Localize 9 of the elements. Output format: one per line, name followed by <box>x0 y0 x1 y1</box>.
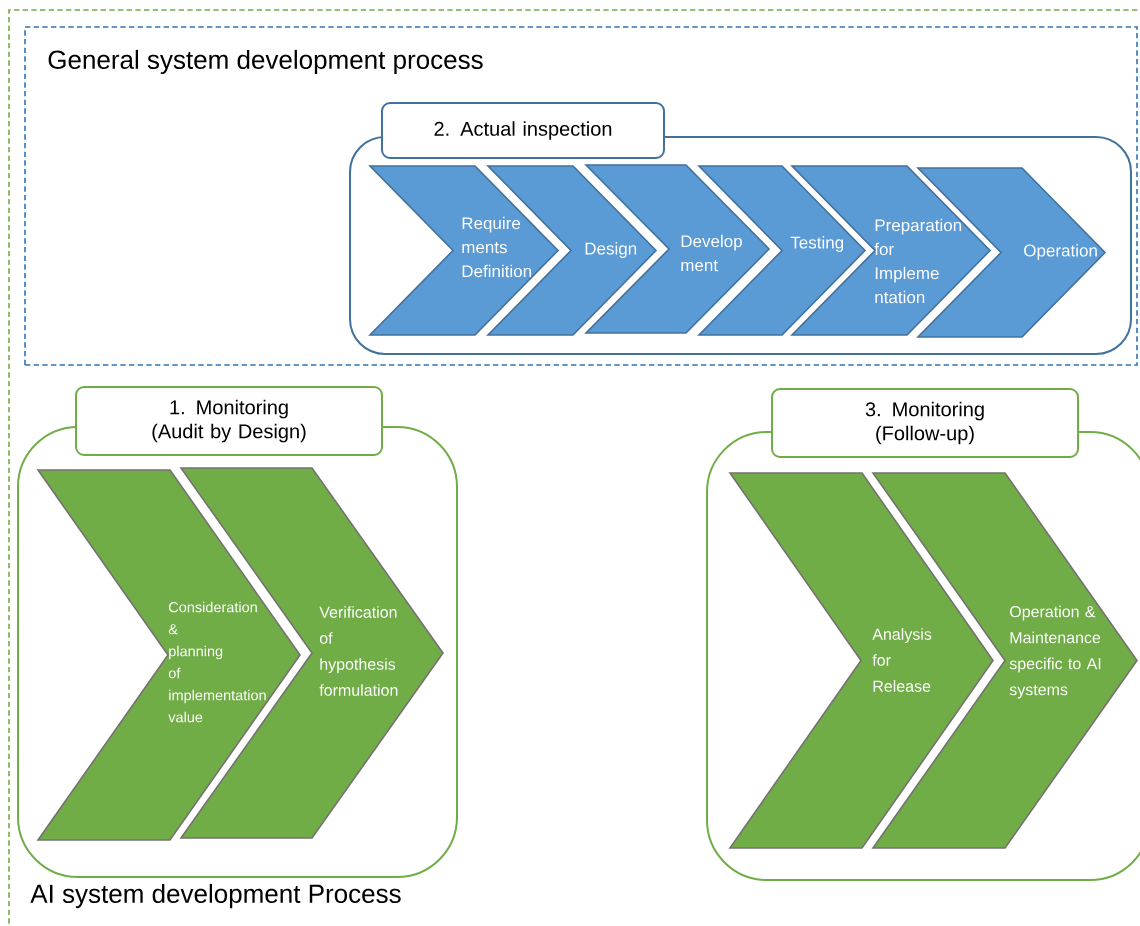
frame-title: AI system development Process <box>30 883 401 909</box>
chevron-step: Consideration & planning of implementation value <box>36 469 301 841</box>
heading-tab: 1. Monitoring (Audit by Design) <box>75 386 383 456</box>
chevron-step: Analysis for Release <box>728 472 994 849</box>
frame-title: General system development process <box>48 49 483 75</box>
node-label: Operation & Maintenance specific to AI systems <box>1009 605 1101 699</box>
heading-tab: 2. Actual inspection <box>381 102 665 159</box>
chevron-step: Require ments Definition <box>368 165 560 336</box>
heading-tab: 3. Monitoring (Follow-up) <box>771 388 1079 458</box>
